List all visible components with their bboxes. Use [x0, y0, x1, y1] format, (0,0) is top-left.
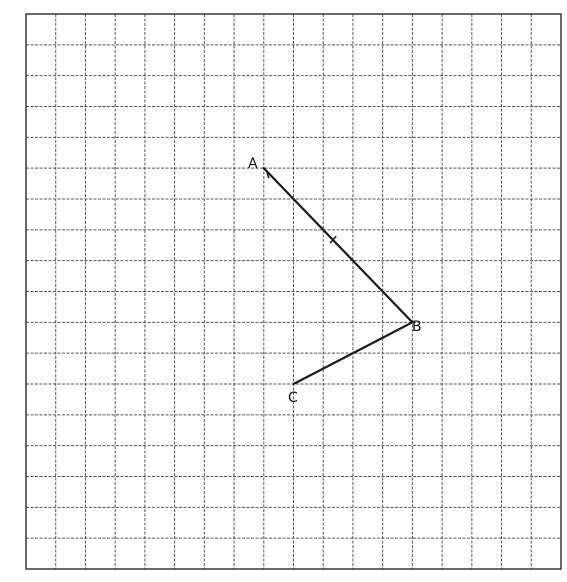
tick-mark-near-a [266, 170, 270, 179]
point-label-c: C [288, 390, 298, 406]
segment-ab [262, 167, 414, 324]
grid-border [25, 13, 562, 570]
point-label-b: B [412, 319, 422, 335]
tick-mark-ab-middle [329, 235, 337, 244]
grid-lines [26, 14, 561, 569]
segment-bc [292, 321, 414, 386]
segments [262, 167, 414, 386]
point-label-a: A [248, 156, 258, 172]
points: A B C [248, 156, 422, 406]
segment-marks [266, 170, 337, 244]
